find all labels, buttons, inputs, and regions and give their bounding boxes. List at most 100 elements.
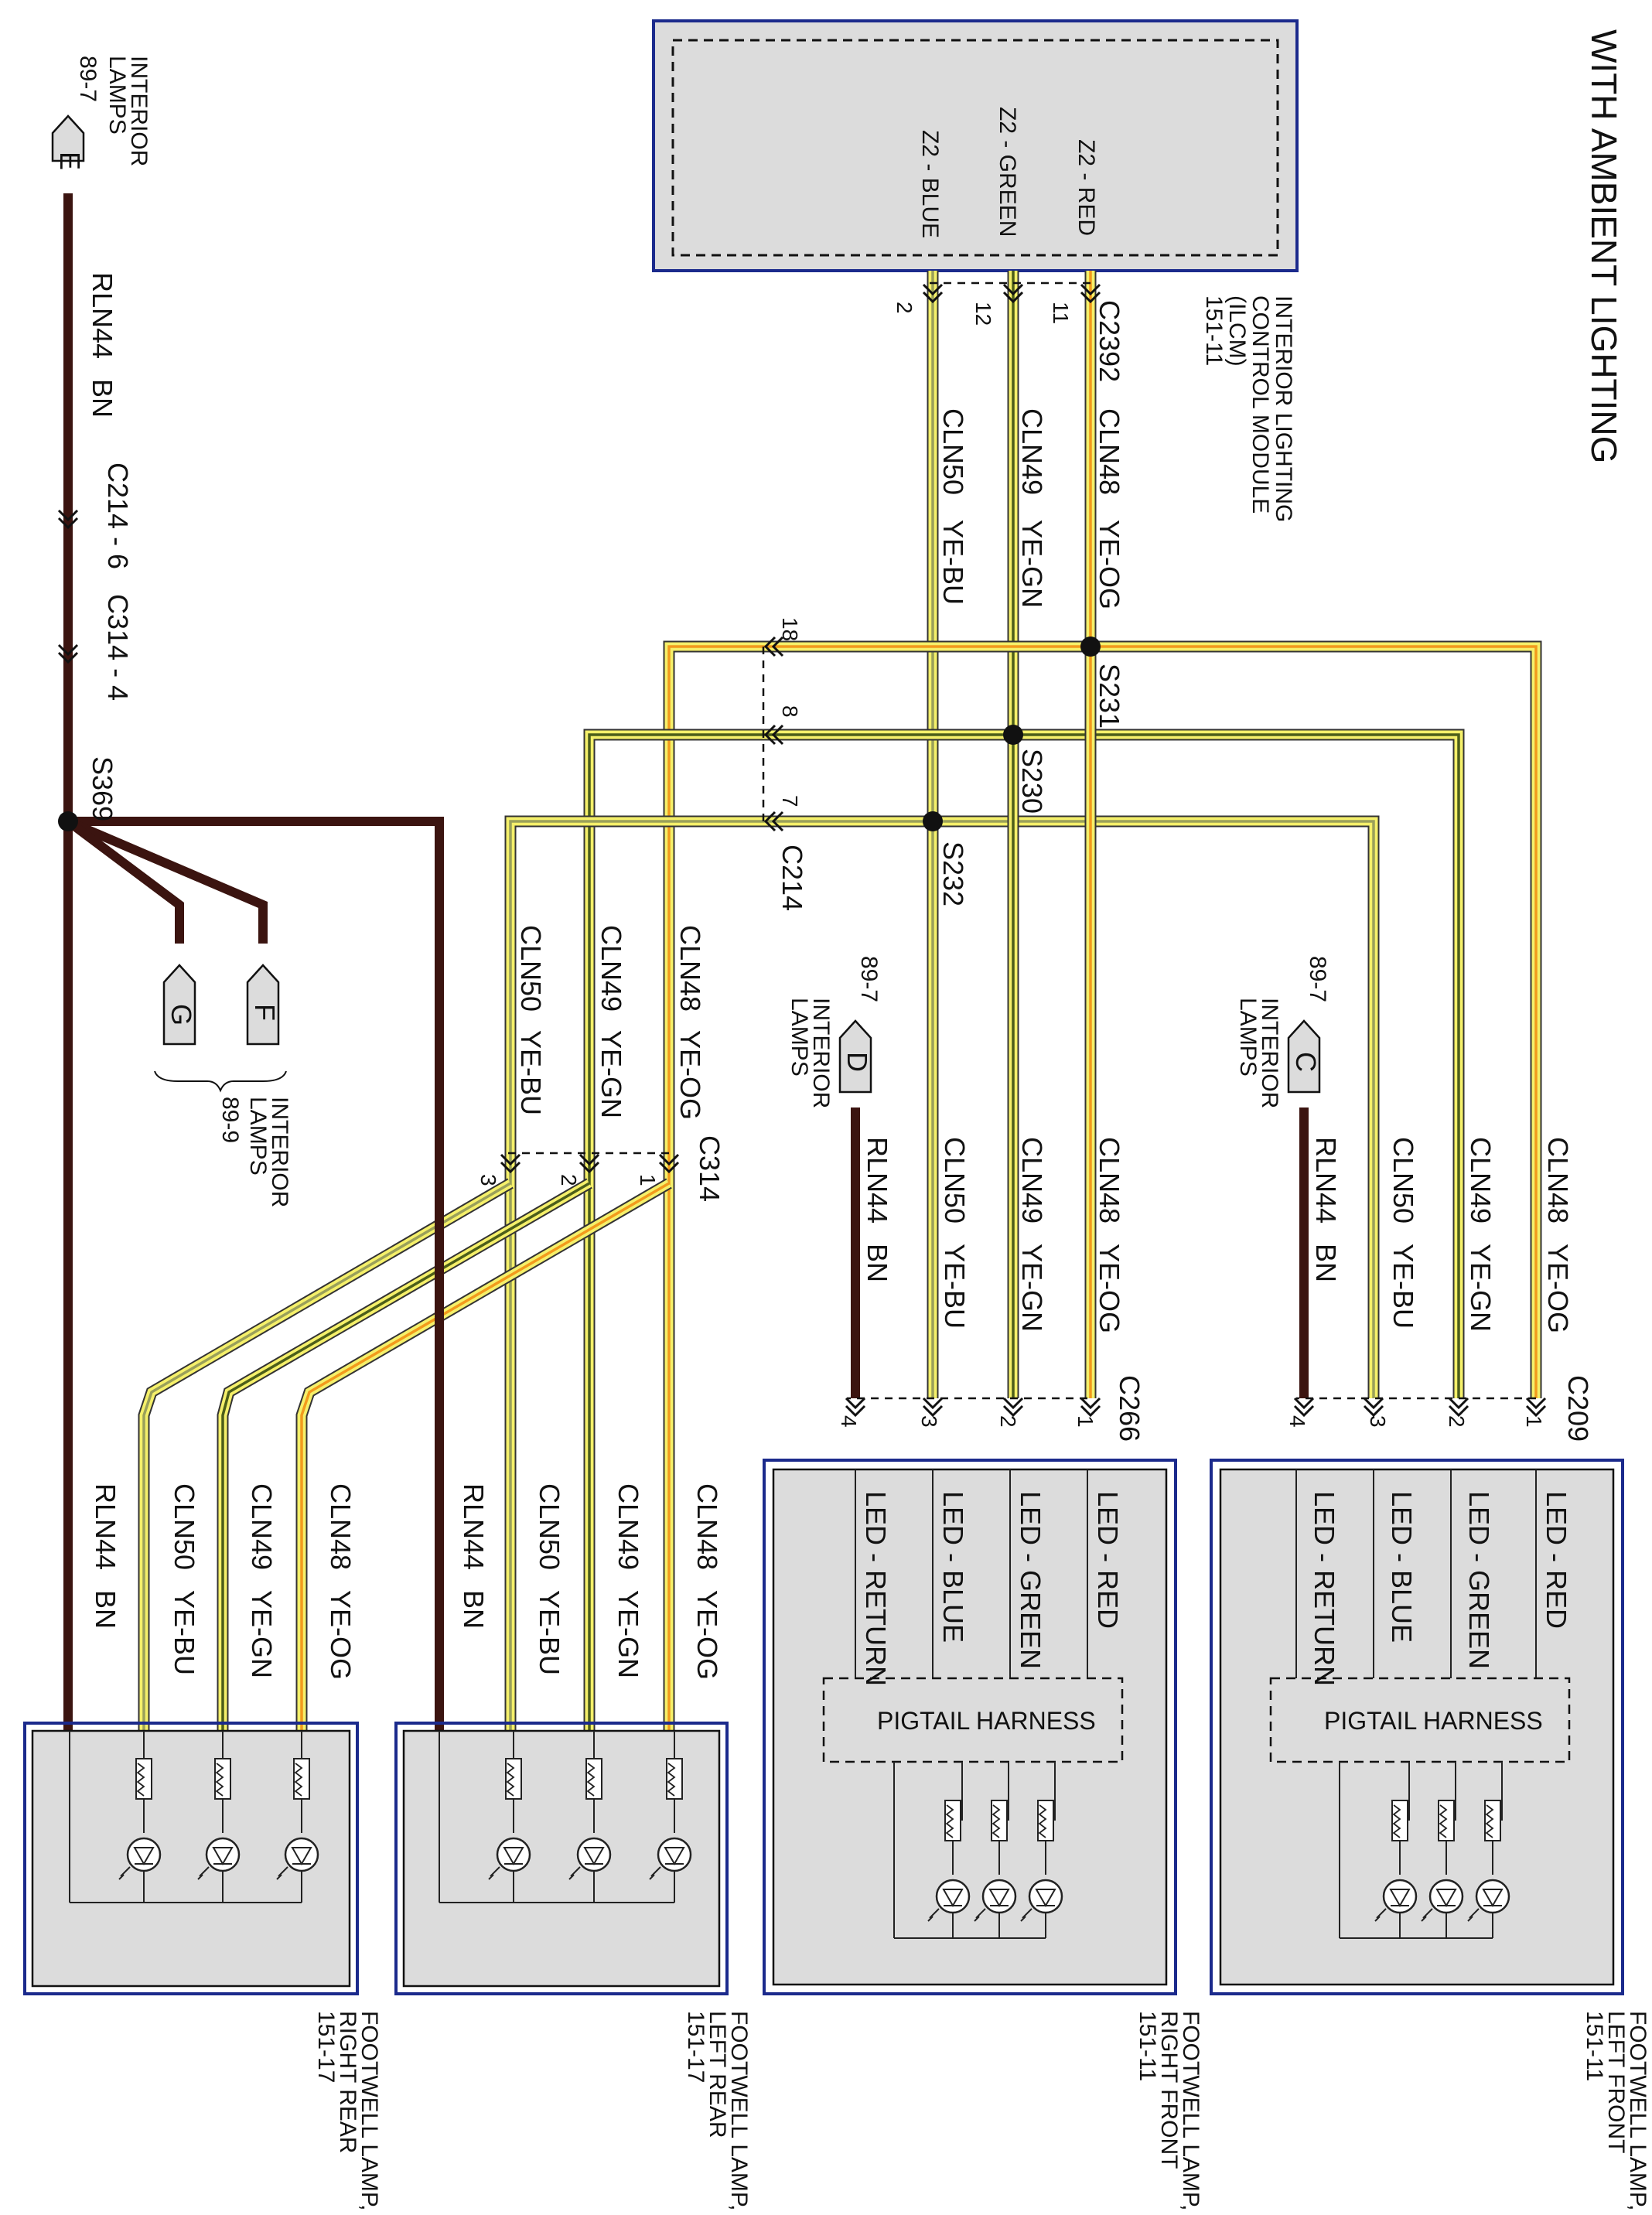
fg-brace bbox=[154, 1070, 287, 1093]
rf-wire-circuit-green: CLN49 bbox=[1016, 1137, 1048, 1224]
rr-wire-color-blue: YE-BU bbox=[169, 1590, 200, 1675]
ilcm-label: INTERIOR LIGHTING CONTROL MODULE (ILCM) … bbox=[1201, 295, 1296, 522]
c209-pin: 4 bbox=[1285, 1415, 1309, 1428]
splice-s230: S230 bbox=[1016, 749, 1048, 814]
rr-wire-circuit-red: CLN48 bbox=[325, 1483, 357, 1570]
pin-arrow-c2392 bbox=[922, 283, 944, 304]
ilcm-module bbox=[652, 19, 1299, 272]
wire-label-green: CLN49 bbox=[1016, 408, 1048, 495]
lf-wire-color-ground: BN bbox=[1310, 1244, 1342, 1282]
rr-wire-color-ground: BN bbox=[90, 1590, 121, 1629]
fg-ref-number: 89-9 bbox=[217, 1097, 243, 1143]
connector-g-letter: G bbox=[166, 1004, 197, 1026]
c-ref-label-line: INTERIOR bbox=[1257, 998, 1282, 1108]
c214-pin: 7 bbox=[778, 795, 802, 807]
rf-label-line: RIGHT FRONT bbox=[1156, 2011, 1182, 2169]
c266-pin: 4 bbox=[837, 1415, 861, 1428]
connector-f-letter: F bbox=[249, 1004, 281, 1021]
ground-lr bbox=[68, 817, 444, 1731]
c314-wire-color-blue: YE-BU bbox=[515, 1030, 547, 1115]
connector-dashes bbox=[504, 282, 1536, 1400]
e-ref-label-line: LAMPS bbox=[104, 56, 130, 135]
splice-s232: S232 bbox=[937, 841, 969, 906]
pin-arrow-c214 bbox=[763, 811, 784, 832]
rf-wire-color-red: YE-OG bbox=[1094, 1244, 1125, 1333]
connector-e: E bbox=[51, 114, 86, 170]
e-ref-label-line: INTERIOR bbox=[126, 56, 152, 166]
rr-wire-color-red: YE-OG bbox=[325, 1590, 357, 1680]
c214-pin: 8 bbox=[778, 705, 802, 718]
d-ref-label-line: INTERIOR bbox=[808, 998, 834, 1108]
wire-label-blue: CLN50 bbox=[937, 408, 969, 495]
connector-e-letter: E bbox=[54, 152, 86, 170]
pin-arrow-c266 bbox=[1080, 1397, 1101, 1418]
rf-wire-circuit-red: CLN48 bbox=[1094, 1137, 1125, 1224]
rf-wire-circuit-ground: RLN44 bbox=[862, 1137, 893, 1224]
d-ref-label-line: LAMPS bbox=[787, 998, 812, 1077]
c314-pin: 3 bbox=[476, 1174, 500, 1186]
wire-red-lf-stripe bbox=[1091, 645, 1538, 1398]
wire-red-rr-stripe bbox=[300, 1182, 670, 1731]
inline-c314-4: C314 - 4 bbox=[102, 594, 134, 701]
rf-led-red: LED - RED bbox=[1092, 1491, 1124, 1629]
pin-arrow-c266 bbox=[1002, 1397, 1024, 1418]
wire-blue-c214-stripe bbox=[509, 820, 933, 1153]
c214-label: C214 bbox=[777, 845, 808, 911]
fg-ref-label-line: INTERIOR bbox=[267, 1097, 292, 1207]
rf-led-return: LED - RETURN bbox=[860, 1491, 892, 1686]
rr-wire-color-green: YE-GN bbox=[246, 1590, 278, 1678]
c314-wire-circuit-blue: CLN50 bbox=[515, 925, 547, 1012]
pin-arrow-c314 bbox=[658, 1153, 680, 1174]
c2392-pin: 12 bbox=[971, 302, 995, 326]
splice-s231: S231 bbox=[1094, 664, 1125, 729]
c209-pin: 2 bbox=[1445, 1415, 1469, 1428]
wire-color-red: YE-OG bbox=[1094, 520, 1125, 609]
c-ref-number: 89-7 bbox=[1305, 956, 1330, 1002]
connector-c-letter: C bbox=[1290, 1052, 1322, 1072]
rf-label-line: FOOTWELL LAMP, bbox=[1178, 2011, 1203, 2210]
splice-dot-s230 bbox=[1003, 725, 1023, 745]
footwell-lamp-left-front: PIGTAIL HARNESS LED - RED LED - GREEN LE… bbox=[1210, 1459, 1624, 1995]
lf-wire-circuit-blue: CLN50 bbox=[1387, 1137, 1419, 1224]
pin-arrow-c2392 bbox=[1080, 283, 1101, 304]
junction-layer bbox=[57, 283, 1547, 1418]
diagram-title: WITH AMBIENT LIGHTING bbox=[1584, 29, 1624, 463]
splice-dot-s231 bbox=[1080, 637, 1101, 657]
rr-wire-circuit-green: CLN49 bbox=[246, 1483, 278, 1570]
wire-color-blue: YE-BU bbox=[937, 520, 969, 605]
lf-led-green: LED - GREEN bbox=[1463, 1491, 1495, 1669]
connector-d: D bbox=[838, 1019, 873, 1094]
e-wire-circuit: RLN44 bbox=[87, 272, 118, 359]
lr-wire-color-green: YE-GN bbox=[613, 1590, 644, 1678]
pin-arrow-c314-4 bbox=[57, 643, 79, 664]
inline-c214-6: C214 - 6 bbox=[102, 462, 134, 569]
lf-label-line: 151-11 bbox=[1582, 2011, 1607, 2081]
ilcm-output-blue: Z2 - BLUE bbox=[917, 130, 943, 238]
lr-wire-circuit-blue: CLN50 bbox=[534, 1483, 565, 1570]
lf-led-blue: LED - BLUE bbox=[1386, 1491, 1418, 1643]
lr-wire-color-blue: YE-BU bbox=[534, 1590, 565, 1675]
lf-wire-circuit-green: CLN49 bbox=[1465, 1137, 1497, 1224]
c314-wire-color-green: YE-GN bbox=[596, 1030, 627, 1118]
pin-arrow-c314 bbox=[579, 1153, 600, 1174]
lr-label-line: 151-17 bbox=[683, 2011, 708, 2083]
rf-wire-color-ground: BN bbox=[862, 1244, 893, 1282]
wire-green-c214-stripe bbox=[588, 733, 1013, 1153]
lf-led-red: LED - RED bbox=[1541, 1491, 1572, 1629]
pin-arrow-c314 bbox=[500, 1153, 521, 1174]
c-ref-label-line: LAMPS bbox=[1235, 998, 1261, 1077]
c314-wire-circuit-green: CLN49 bbox=[596, 925, 627, 1012]
pin-arrow-c209 bbox=[1293, 1397, 1315, 1418]
rr-wire-circuit-ground: RLN44 bbox=[90, 1483, 121, 1570]
e-wire-color: BN bbox=[87, 379, 118, 418]
pin-arrow-c2392 bbox=[1002, 283, 1024, 304]
ilcm-output-green: Z2 - GREEN bbox=[995, 107, 1020, 237]
wire-blue-rr-stripe bbox=[142, 1182, 511, 1731]
pin-arrow-c209 bbox=[1363, 1397, 1384, 1418]
c209-label: C209 bbox=[1562, 1375, 1594, 1442]
ilcm-label-line: (ILCM) bbox=[1224, 295, 1250, 367]
rr-label-line: FOOTWELL LAMP, bbox=[357, 2011, 382, 2210]
splice-s369: S369 bbox=[87, 756, 118, 821]
ground-g bbox=[65, 817, 184, 944]
rr-label-line: 151-17 bbox=[313, 2011, 339, 2083]
